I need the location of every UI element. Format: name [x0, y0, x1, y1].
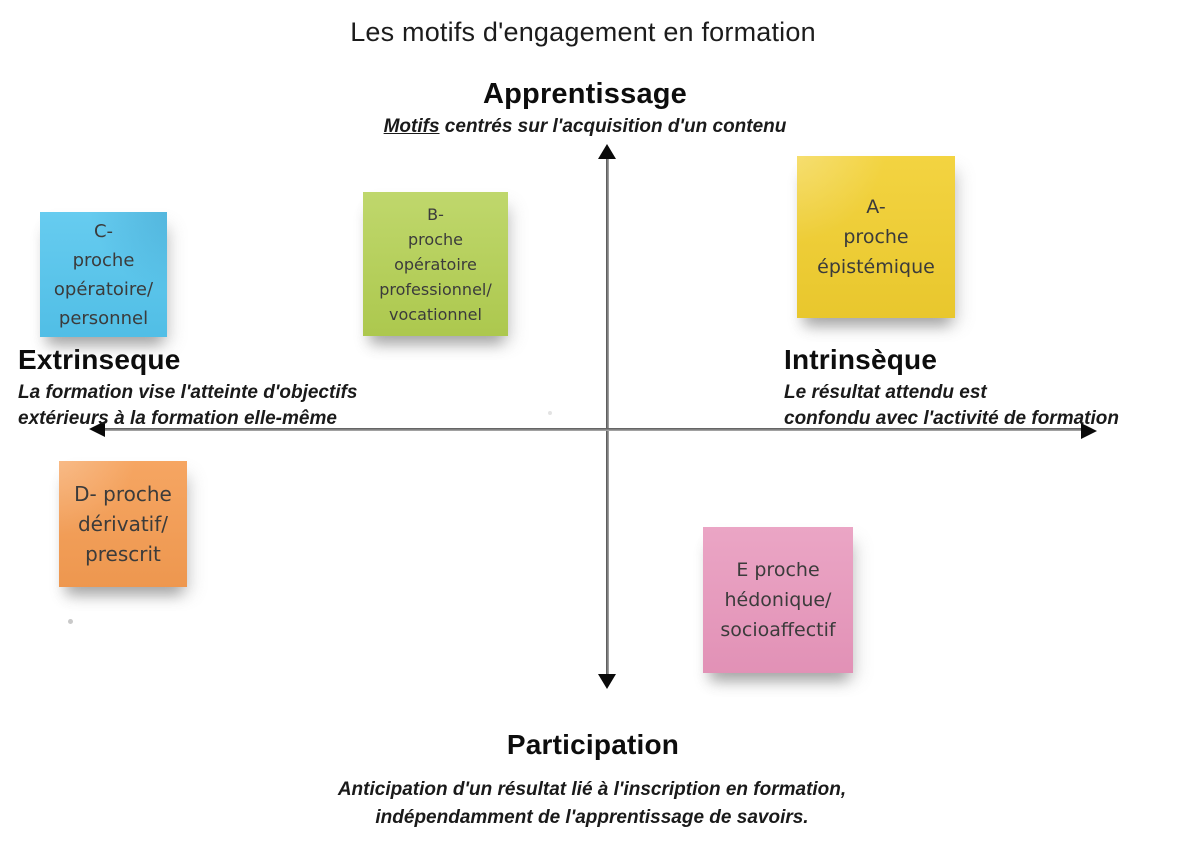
axis-top-subtitle: Motifs centrés sur l'acquisition d'un co…: [384, 114, 787, 140]
axis-right-title: Intrinsèque: [784, 344, 938, 375]
axis-left-title: Extrinseque: [18, 344, 181, 375]
axis-bottom-subtitle: Anticipation d'un résultat lié à l'inscr…: [337, 779, 847, 828]
arrow-up-icon: [598, 144, 616, 159]
horizontal-axis-line: [100, 428, 1084, 431]
axis-label-extrinseque: Extrinseque La formation vise l'atteinte…: [18, 344, 358, 432]
axis-bottom-title: Participation: [506, 729, 680, 760]
sticky-note-e[interactable]: E proche hédonique/ socioaffectif: [703, 527, 853, 673]
axis-top-subtitle-rest: centrés sur l'acquisition d'un contenu: [439, 116, 787, 137]
page-title: Les motifs d'engagement en formation: [350, 17, 816, 47]
arrow-right-icon: [1081, 423, 1097, 439]
axis-right-subtitle: Le résultat attendu est confondu avec l'…: [784, 382, 1119, 429]
axis-top-title: Apprentissage: [482, 78, 688, 110]
artifact-dot: [548, 411, 552, 415]
artifact-dot: [68, 619, 73, 624]
sticky-note-a[interactable]: A- proche épistémique: [797, 156, 955, 318]
axis-label-apprentissage: Apprentissage Motifs centrés sur l'acqui…: [384, 78, 787, 140]
sticky-note-b[interactable]: B- proche opératoire professionnel/ voca…: [363, 192, 508, 336]
sticky-note-d[interactable]: D- proche dérivatif/ prescrit: [59, 461, 187, 587]
sticky-note-c[interactable]: C- proche opératoire/ personnel: [40, 212, 167, 337]
axis-label-intrinseque: Intrinsèque Le résultat attendu est conf…: [784, 344, 1119, 432]
axis-left-subtitle: La formation vise l'atteinte d'objectifs…: [18, 382, 358, 429]
vertical-axis-line: [606, 157, 609, 675]
axis-top-subtitle-underlined: Motifs: [383, 116, 440, 137]
arrow-down-icon: [598, 674, 616, 689]
axis-label-participation: Participation: [507, 729, 679, 761]
arrow-left-icon: [89, 421, 105, 437]
